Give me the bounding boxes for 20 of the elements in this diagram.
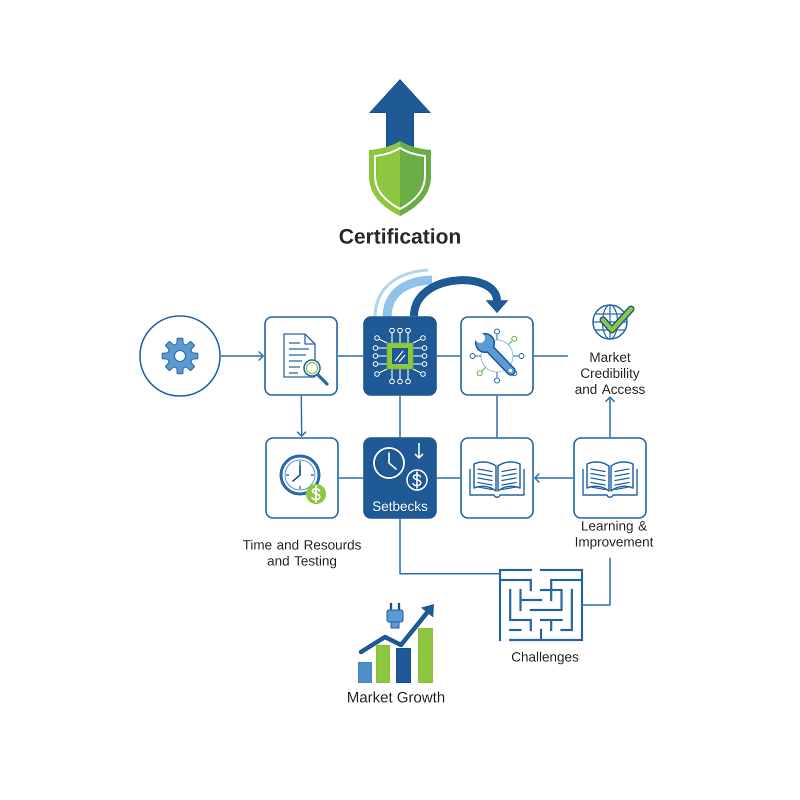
arrow <box>220 350 264 362</box>
arrow <box>604 396 616 438</box>
caption: Market Growth <box>348 692 444 702</box>
connector-line <box>399 518 500 575</box>
process-box: Setbecks <box>363 437 437 519</box>
arrow <box>534 472 574 484</box>
node-label: Learning & Improvement <box>576 520 654 550</box>
connector-line <box>338 477 364 479</box>
heading: Certification <box>340 228 460 244</box>
node-label: Time and Resourds and Testing <box>242 540 361 568</box>
connector-line <box>534 355 568 357</box>
connector-line <box>399 396 401 438</box>
connector-line <box>582 558 611 606</box>
connector-line <box>338 355 364 357</box>
connector-line <box>436 355 460 357</box>
node-label: Market Credibility and Access <box>575 352 645 394</box>
arrow <box>296 396 307 438</box>
connector-line <box>496 396 498 438</box>
node-label: Challenges <box>512 652 578 664</box>
connector-line <box>436 477 460 479</box>
